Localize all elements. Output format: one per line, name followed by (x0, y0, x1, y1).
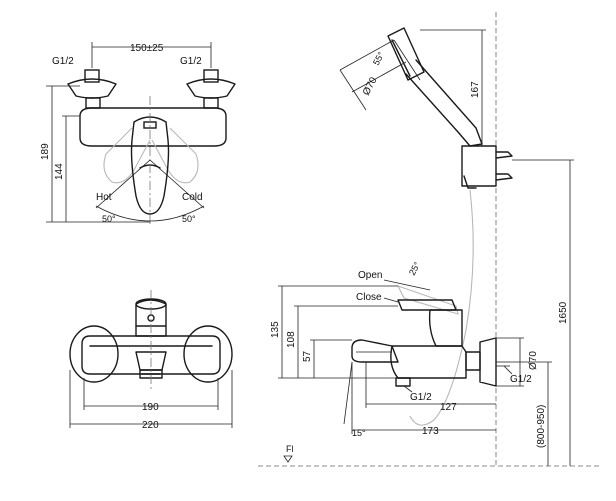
dim-800-950-label: (800-950) (536, 405, 547, 448)
inlet-right (203, 69, 219, 83)
dim-135-label: 135 (270, 321, 281, 338)
spout-angle-ray (343, 361, 353, 425)
shower-hose (409, 189, 474, 426)
dim-57-label: 57 (302, 350, 313, 362)
shower-face (387, 27, 425, 81)
dim-127-label: 127 (440, 402, 457, 413)
side-view: Fl Ø70 55° 167 1650 (258, 12, 600, 467)
spout-angle-label: 15° (352, 428, 366, 438)
holder-arm-top (495, 151, 513, 159)
escutcheon-left (67, 78, 117, 99)
cold-label: Cold (182, 192, 203, 203)
dim-190-label: 190 (142, 402, 159, 413)
holder-lip (463, 175, 477, 189)
mixer-body-front (81, 335, 221, 375)
shower-handle (405, 59, 483, 147)
nut-right (203, 97, 219, 109)
thread-label-left: G1/2 (52, 56, 74, 67)
dim-220-label: 220 (142, 420, 159, 431)
angle-left-label: 50° (102, 214, 116, 224)
dim-144-label: 144 (54, 163, 65, 180)
nut-left (85, 97, 101, 109)
diverter-knob (395, 377, 411, 387)
body-side (390, 345, 467, 379)
shower-head: Ø70 55° (339, 27, 483, 147)
lever-ghost-cold (151, 127, 199, 184)
wall-escutcheon (479, 337, 497, 387)
front-view: 190 220 (69, 290, 233, 431)
angle-right-label: 50° (182, 214, 196, 224)
thread-leader (503, 365, 513, 375)
thread-label-right: G1/2 (180, 56, 202, 67)
angle-arc (95, 205, 205, 222)
cartridge-cap (135, 299, 167, 337)
inlet-left (84, 69, 100, 83)
side-thread-label-diverter: G1/2 (410, 392, 432, 403)
open-label: Open (358, 270, 382, 281)
top-view: 150±25 G1/2 G1/2 189 144 (40, 42, 236, 226)
mixer-body-top (79, 107, 227, 147)
holder-arm-bottom (495, 173, 513, 181)
lever-angle-label: 25° (407, 260, 422, 277)
dim-width-label: 150±25 (130, 43, 164, 54)
escutcheon-front-right (183, 325, 233, 383)
dia-ext (339, 69, 367, 111)
floor-marker (283, 455, 293, 463)
holder-plate (461, 145, 497, 187)
dia-ext (393, 39, 421, 81)
dia-line (351, 61, 407, 93)
cartridge-body (428, 309, 463, 347)
angle-ray-left (95, 159, 151, 209)
shower-angle-label: 55° (371, 50, 386, 67)
dim-189-label: 189 (40, 143, 51, 160)
mixer-side (351, 285, 510, 387)
escutcheon-front-left (69, 325, 119, 383)
floor-mark-label: Fl (286, 444, 294, 454)
dim-173-label: 173 (422, 426, 439, 437)
wall-connector (465, 351, 481, 371)
open-leader (383, 279, 431, 291)
pipe-dia-label: Ø70 (528, 351, 539, 370)
shower-face-line (391, 39, 411, 77)
shower-axis (339, 39, 395, 71)
close-leader (383, 297, 399, 303)
dim-167-label: 167 (470, 81, 481, 98)
hot-label: Hot (96, 192, 112, 203)
dim-1650-label: 1650 (558, 301, 569, 324)
lever-ghost-hot (103, 127, 151, 184)
escutcheon-right (186, 78, 236, 99)
shower-holder (461, 145, 513, 189)
lever-center (130, 116, 170, 215)
spout (351, 339, 399, 363)
thread-leader (403, 385, 413, 393)
close-label: Close (356, 292, 382, 303)
side-thread-label-wall: G1/2 (510, 374, 532, 385)
dim-108-label: 108 (286, 331, 297, 348)
angle-ray-right (149, 159, 205, 209)
